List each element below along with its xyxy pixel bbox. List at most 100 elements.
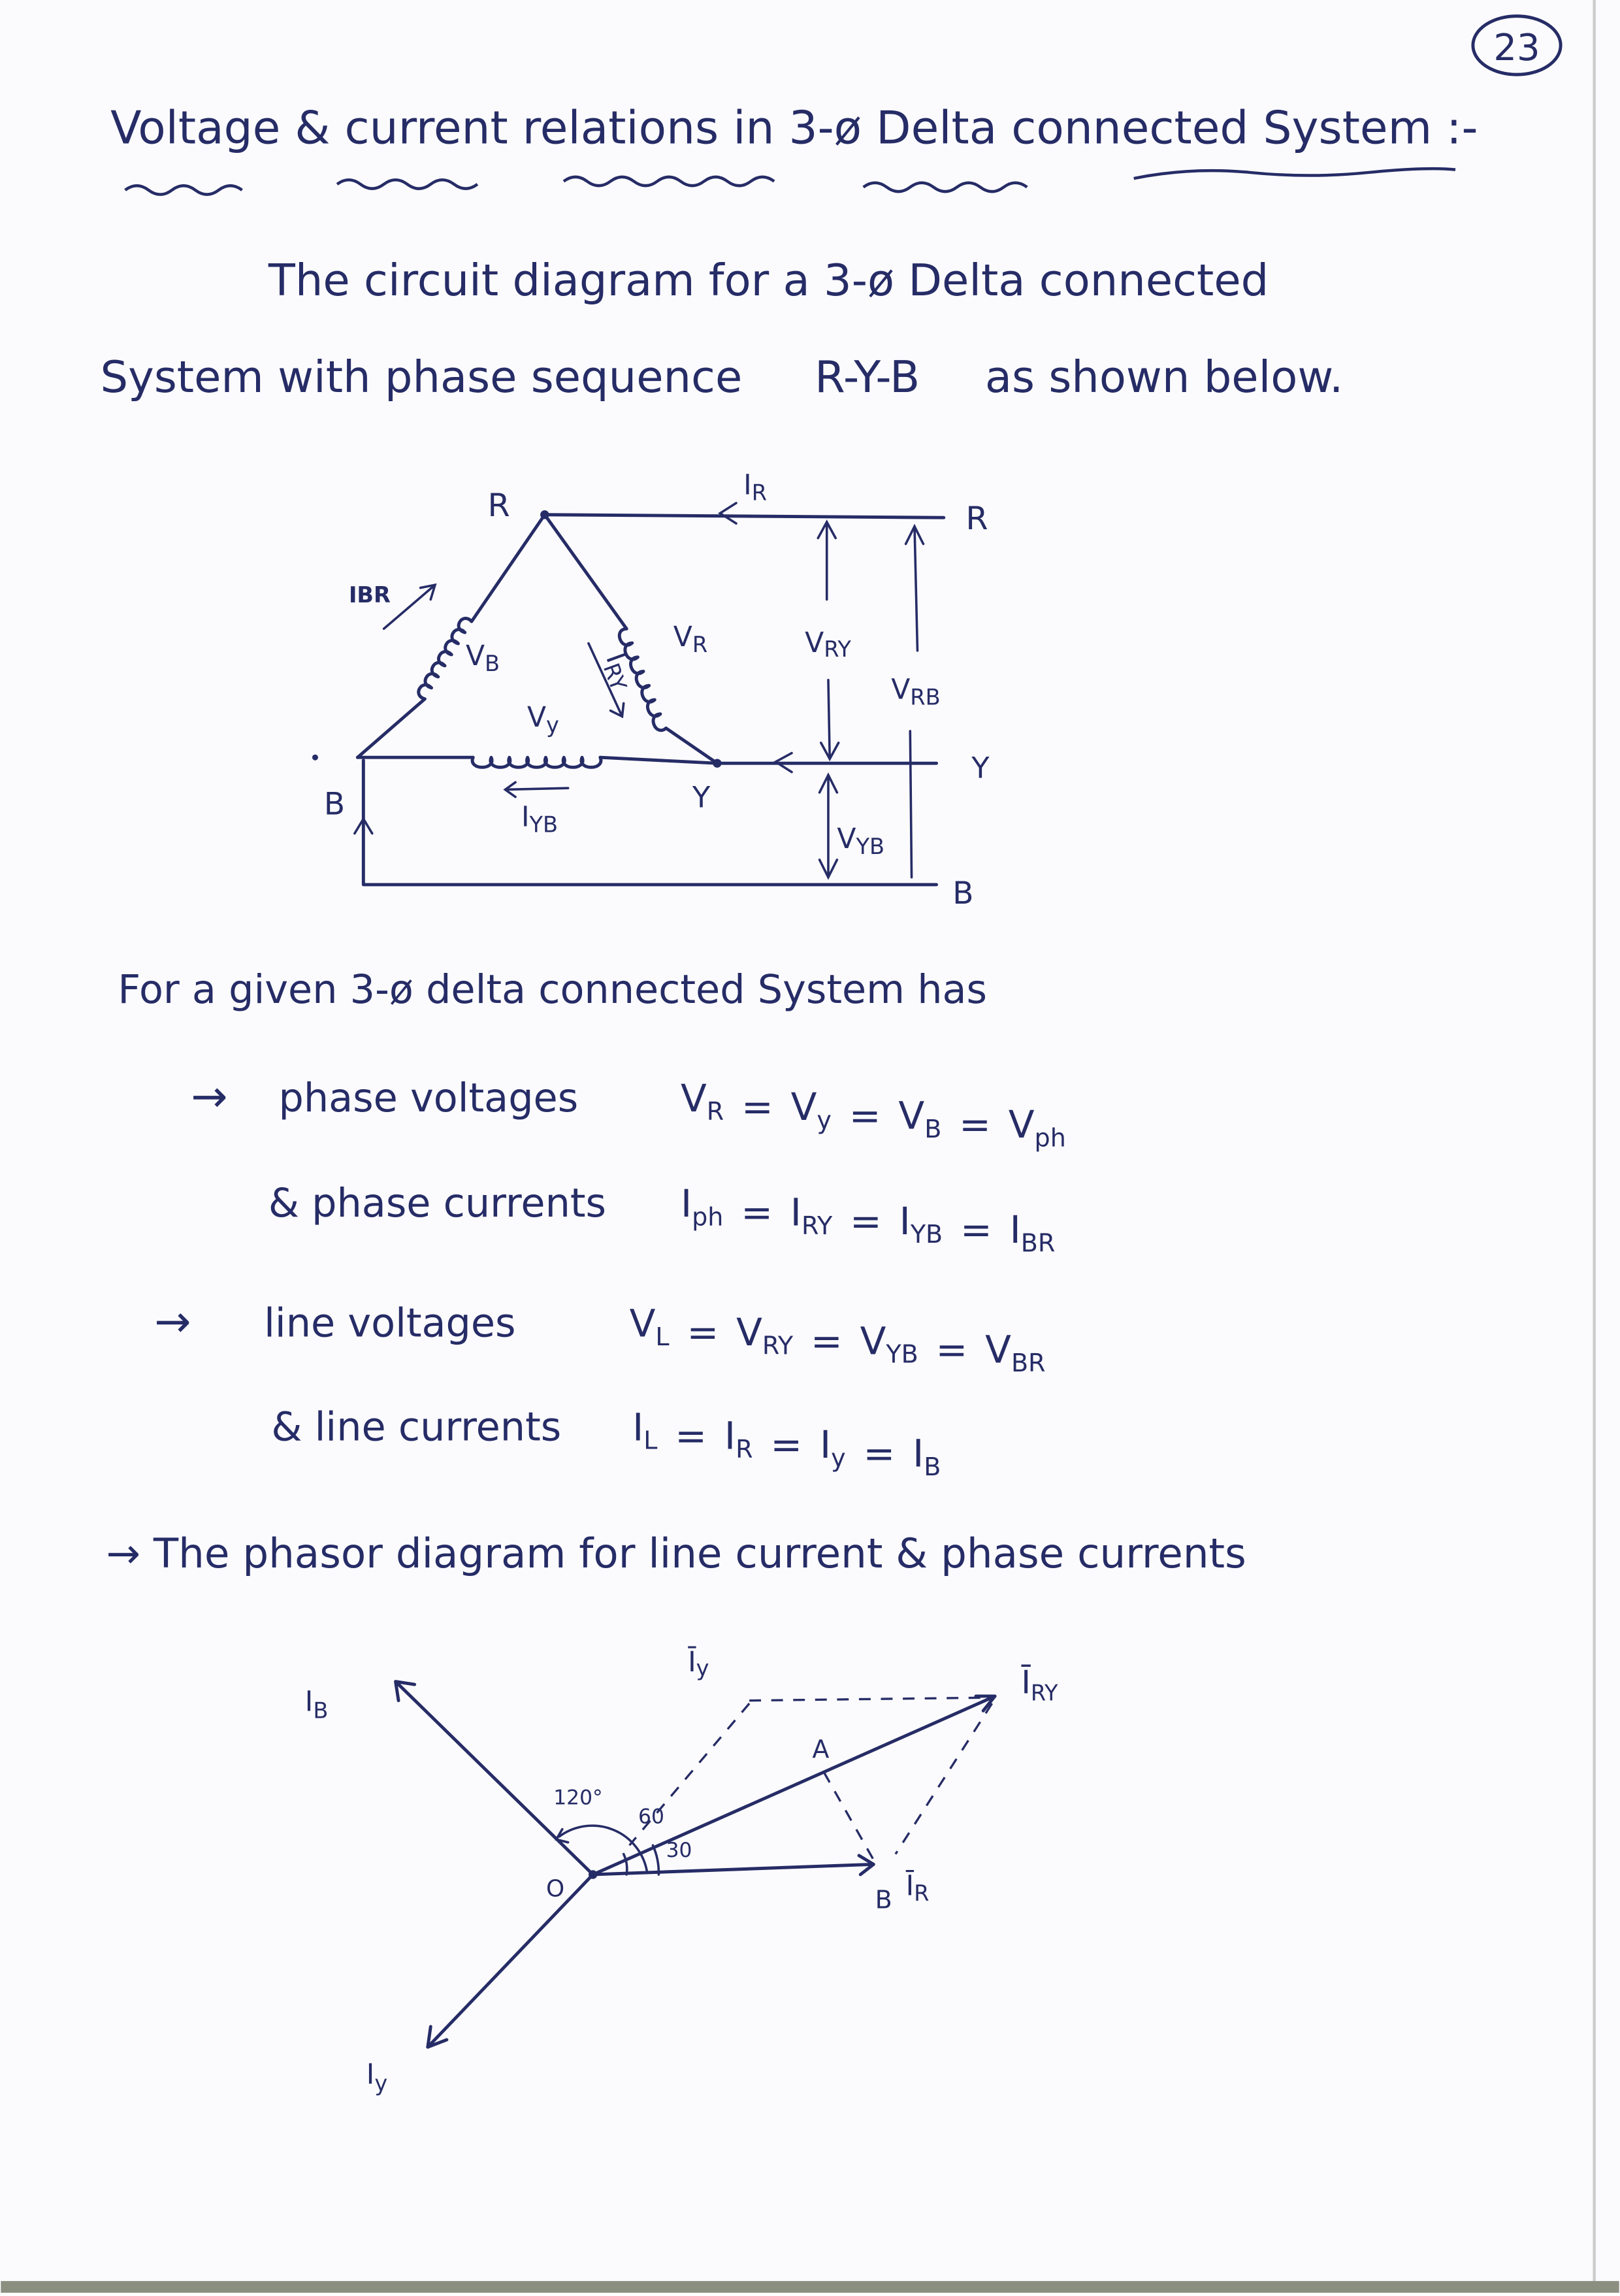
subscript: y <box>831 1444 846 1473</box>
v-yb-label: VYB <box>837 823 884 859</box>
delta-circuit-diagram: R R Y Y B B IR IBR VB VR Vy IRY IYB VRY … <box>312 469 990 911</box>
arc-60 <box>622 1852 628 1876</box>
i-y-bar-dashed <box>628 1703 751 1846</box>
relation-label: & phase currents <box>268 1181 606 1226</box>
point-b-label: B <box>875 1885 892 1914</box>
subscript: L <box>643 1426 657 1455</box>
i-b-phasor <box>394 1680 595 1877</box>
subscript: RY <box>762 1331 794 1360</box>
phasor-heading: → The phasor diagram for line current & … <box>106 1530 1246 1577</box>
line-r-label: R <box>965 499 988 537</box>
subscript: R <box>707 1097 724 1126</box>
v-rb-label: VRB <box>891 674 940 710</box>
i-b-label: IB <box>305 1686 329 1723</box>
subscript: y <box>817 1106 832 1135</box>
line-y-label: Y <box>971 751 990 785</box>
relation-label: line voltages <box>264 1300 515 1346</box>
angle-120-label: 120° <box>553 1786 602 1810</box>
i-y-bar-label: Īy <box>688 1646 709 1681</box>
symbol: V <box>860 1319 886 1363</box>
arc-120 <box>558 1824 649 1873</box>
a-to-b-dashed <box>822 1771 875 1861</box>
subscript: BR <box>1021 1229 1056 1258</box>
equals-sign: = <box>741 1085 773 1129</box>
coil-b <box>417 616 474 701</box>
page-title: Voltage & current relations in 3-ø Delta… <box>110 102 1478 154</box>
symbol: V <box>630 1301 656 1345</box>
equals-sign: = <box>959 1102 991 1147</box>
equals-sign: = <box>741 1190 773 1234</box>
v-y-label: Vy <box>527 702 559 738</box>
subscript: YB <box>885 1340 918 1369</box>
subscript: ph <box>692 1202 723 1231</box>
v-r-label: VR <box>673 621 707 657</box>
coil-y <box>470 755 603 769</box>
point-a-label: A <box>812 1735 829 1763</box>
page-number: 23 <box>1471 14 1563 76</box>
symbol: I <box>913 1432 924 1476</box>
subscript: RY <box>802 1211 833 1240</box>
node-y-label: Y <box>692 779 711 814</box>
equals-sign: = <box>960 1207 992 1252</box>
page-bottom-edge <box>1 2281 1619 2293</box>
line-b-label: B <box>952 876 973 911</box>
symbol: V <box>681 1076 707 1121</box>
symbol: V <box>898 1094 924 1138</box>
symbol: I <box>790 1190 802 1234</box>
arc-30 <box>651 1844 660 1876</box>
v-b-label: VB <box>466 640 500 676</box>
given-statement: For a given 3-ø delta connected System h… <box>118 967 987 1013</box>
i-y-phasor <box>426 1873 595 2049</box>
equals-sign: = <box>849 1094 881 1138</box>
subscript: YB <box>910 1220 943 1249</box>
angle-60-label: 60 <box>638 1805 664 1829</box>
equals-sign: = <box>675 1414 707 1458</box>
equals-sign: = <box>770 1422 802 1467</box>
subscript: R <box>736 1435 753 1464</box>
subscript: L <box>655 1322 669 1351</box>
symbol: I <box>1010 1207 1021 1252</box>
relation-equation: Iph=IRY=IYB=IBR <box>681 1181 1055 1258</box>
symbol: I <box>820 1422 831 1467</box>
symbol: I <box>724 1414 736 1458</box>
subscript: B <box>924 1452 941 1481</box>
i-r-label: IR <box>743 469 767 505</box>
i-br-label: IBR <box>349 582 391 608</box>
subscript: BR <box>1011 1349 1046 1377</box>
phasor-diagram: IB Iy Īy ĪRY ĪR A B O 120° 60 30 <box>305 1646 1058 2096</box>
symbol: V <box>1009 1102 1035 1147</box>
intro-line-1: The circuit diagram for a 3-ø Delta conn… <box>268 255 1269 306</box>
equals-sign: = <box>687 1310 719 1354</box>
equals-sign: = <box>863 1432 895 1476</box>
symbol: V <box>791 1085 817 1129</box>
angle-30-label: 30 <box>666 1839 692 1862</box>
coil-r <box>617 627 668 732</box>
i-r-bar-label: ĪR <box>906 1869 930 1906</box>
bullet-arrow-icon: → <box>154 1296 191 1347</box>
i-r-arrow <box>718 502 737 525</box>
i-y-arrow <box>773 751 793 774</box>
bullet-arrow-icon: → <box>191 1071 227 1122</box>
relation-equation: VR=Vy=VB=Vph <box>681 1076 1066 1153</box>
equals-sign: = <box>850 1199 882 1243</box>
intro-line-2-end: as shown below. <box>985 352 1344 402</box>
intro-line-2: System with phase sequence R-Y-B as show… <box>101 352 1344 402</box>
relation-label: & line currents <box>271 1404 561 1450</box>
relation-equation: IL=IR=Iy=IB <box>632 1405 941 1481</box>
i-ry-phasor <box>591 1694 997 1877</box>
parallelogram-top <box>749 1696 990 1702</box>
i-y-label: Iy <box>366 2059 387 2096</box>
subscript: ph <box>1035 1124 1066 1153</box>
i-r-phasor <box>591 1854 875 1877</box>
subscript: B <box>924 1115 941 1143</box>
symbol: V <box>985 1328 1011 1372</box>
symbol: V <box>736 1310 762 1354</box>
i-ry-bar-label: ĪRY <box>1021 1663 1058 1705</box>
symbol: I <box>899 1199 911 1243</box>
equals-sign: = <box>811 1319 843 1363</box>
phase-sequence: R-Y-B <box>815 352 920 402</box>
symbol: I <box>681 1181 692 1226</box>
